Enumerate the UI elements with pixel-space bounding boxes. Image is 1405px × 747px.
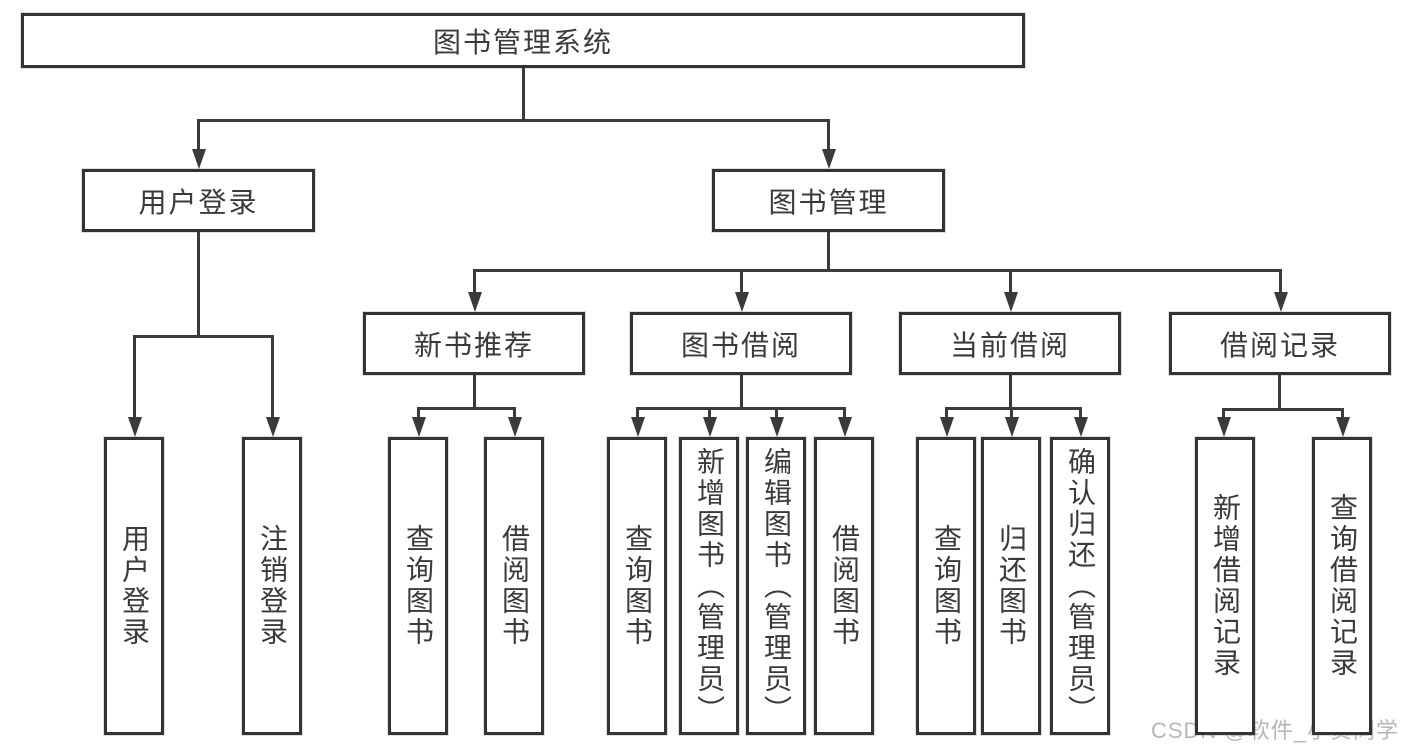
arrowhead-down-icon [192, 149, 206, 169]
node-label-current-borrow: 当前借阅 [949, 329, 1070, 361]
connector-drop-book-borrow-split [775, 408, 778, 417]
arrowhead-down-icon [1274, 292, 1288, 312]
connector-drop-book-borrow-split [843, 408, 846, 417]
connector-stem-user-login-split [197, 232, 200, 336]
node-root: 图书管理系统 [21, 13, 1025, 68]
arrowhead-down-icon [468, 292, 482, 312]
connector-stem-new-books-split [473, 375, 476, 408]
node-label-leaf-borrow-book-2: 借阅图书 [829, 524, 860, 648]
node-user-login: 用户登录 [82, 169, 315, 232]
arrowhead-down-icon [1074, 417, 1088, 437]
connector-drop-user-login-split [271, 336, 274, 417]
connector-drop-book-mgmt-split [1279, 270, 1282, 292]
connector-drop-book-borrow-split [636, 408, 639, 417]
arrowhead-down-icon [412, 417, 426, 437]
connector-drop-root-split [197, 120, 200, 149]
connector-drop-user-login-split [133, 336, 136, 417]
arrowhead-down-icon [703, 417, 717, 437]
connector-stem-book-borrow-split [740, 375, 743, 408]
node-leaf-borrow-book-2: 借阅图书 [814, 437, 874, 735]
arrowhead-down-icon [128, 417, 142, 437]
node-book-borrow: 图书借阅 [630, 312, 852, 375]
node-leaf-confirm-return: 确认归还（管理员） [1050, 437, 1110, 735]
arrowhead-down-icon [770, 417, 784, 437]
connector-stem-book-mgmt-split [827, 232, 830, 270]
arrowhead-down-icon [822, 149, 836, 169]
node-leaf-logout: 注销登录 [242, 437, 302, 735]
connector-drop-current-borrow-split [1079, 408, 1082, 417]
node-leaf-query-book-3: 查询图书 [916, 437, 976, 735]
node-leaf-query-book-1: 查询图书 [388, 437, 448, 735]
connector-bar-borrow-records-split [1222, 408, 1344, 411]
connector-drop-borrow-records-split [1341, 409, 1344, 417]
connector-stem-root-split [522, 68, 525, 120]
node-borrow-records: 借阅记录 [1169, 312, 1391, 375]
node-label-leaf-query-book-1: 查询图书 [403, 524, 434, 648]
arrowhead-down-icon [838, 417, 852, 437]
connector-drop-new-books-split [417, 408, 420, 417]
node-label-leaf-add-book: 新增图书（管理员） [694, 446, 725, 726]
node-label-book-borrow: 图书借阅 [680, 329, 801, 361]
connector-drop-book-mgmt-split [740, 270, 743, 292]
node-label-borrow-records: 借阅记录 [1219, 329, 1340, 361]
connector-drop-root-split [827, 120, 830, 149]
node-label-root: 图书管理系统 [432, 26, 613, 58]
arrowhead-down-icon [1217, 417, 1231, 437]
node-label-leaf-edit-book: 编辑图书（管理员） [761, 446, 792, 726]
connector-drop-book-borrow-split [708, 408, 711, 417]
connector-drop-new-books-split [513, 408, 516, 417]
node-label-leaf-confirm-return: 确认归还（管理员） [1065, 446, 1096, 726]
node-leaf-query-book-2: 查询图书 [607, 437, 667, 735]
arrowhead-down-icon [508, 417, 522, 437]
node-label-leaf-add-record: 新增借阅记录 [1210, 493, 1241, 679]
node-leaf-add-record: 新增借阅记录 [1195, 437, 1255, 735]
arrowhead-down-icon [1336, 417, 1350, 437]
arrowhead-down-icon [940, 417, 954, 437]
node-leaf-user-login: 用户登录 [104, 437, 164, 735]
arrowhead-down-icon [1005, 417, 1019, 437]
node-leaf-return-book: 归还图书 [981, 437, 1041, 735]
connector-drop-borrow-records-split [1222, 409, 1225, 417]
connector-bar-book-borrow-split [636, 407, 846, 410]
connector-drop-current-borrow-split [1010, 408, 1013, 417]
connector-bar-root-split [197, 119, 830, 122]
node-label-leaf-borrow-book-1: 借阅图书 [499, 524, 530, 648]
connector-bar-user-login-split [133, 335, 274, 338]
connector-drop-book-mgmt-split [1009, 270, 1012, 292]
node-label-leaf-user-login: 用户登录 [119, 524, 150, 648]
node-label-leaf-return-book: 归还图书 [996, 524, 1027, 648]
node-label-book-mgmt: 图书管理 [768, 186, 889, 218]
connector-bar-current-borrow-split [945, 407, 1082, 410]
connector-bar-new-books-split [417, 407, 516, 410]
node-leaf-edit-book: 编辑图书（管理员） [746, 437, 806, 735]
node-leaf-add-book: 新增图书（管理员） [679, 437, 739, 735]
node-current-borrow: 当前借阅 [899, 312, 1121, 375]
node-book-mgmt: 图书管理 [712, 169, 945, 232]
arrowhead-down-icon [266, 417, 280, 437]
node-label-leaf-query-book-2: 查询图书 [622, 524, 653, 648]
node-label-user-login: 用户登录 [138, 186, 259, 218]
node-label-new-books: 新书推荐 [413, 329, 534, 361]
connector-bar-book-mgmt-split [473, 269, 1282, 272]
node-leaf-query-record: 查询借阅记录 [1312, 437, 1372, 735]
node-leaf-borrow-book-1: 借阅图书 [484, 437, 544, 735]
node-label-leaf-query-record: 查询借阅记录 [1327, 493, 1358, 679]
connector-drop-current-borrow-split [945, 408, 948, 417]
arrowhead-down-icon [1004, 292, 1018, 312]
connector-stem-current-borrow-split [1009, 375, 1012, 408]
connector-stem-borrow-records-split [1278, 375, 1281, 409]
node-label-leaf-query-book-3: 查询图书 [931, 524, 962, 648]
arrowhead-down-icon [631, 417, 645, 437]
node-new-books: 新书推荐 [363, 312, 585, 375]
node-label-leaf-logout: 注销登录 [257, 524, 288, 648]
arrowhead-down-icon [735, 292, 749, 312]
connector-drop-book-mgmt-split [473, 270, 476, 292]
